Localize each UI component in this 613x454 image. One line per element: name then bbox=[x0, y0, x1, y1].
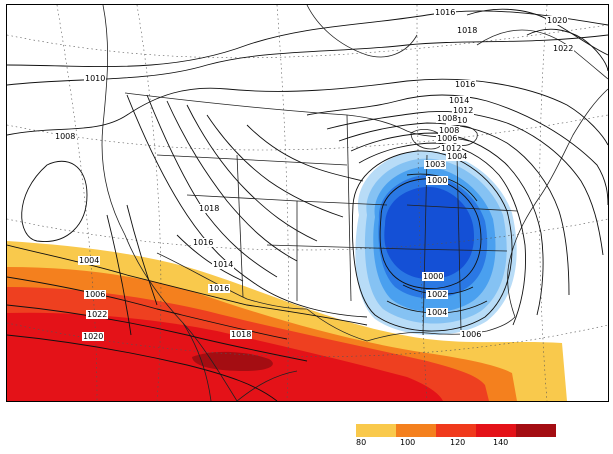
labrador bbox=[476, 29, 608, 80]
isobar-label-bg bbox=[434, 8, 456, 17]
isobar-label: 1020 bbox=[547, 16, 567, 25]
isobar-label: 1012 bbox=[441, 144, 461, 153]
isobar-label-bg bbox=[422, 272, 444, 281]
isobar-label: 1006 bbox=[85, 290, 105, 299]
isobar-label-bg bbox=[546, 16, 568, 25]
legend-tick-80: 80 bbox=[356, 438, 367, 447]
isobar-label-bg bbox=[212, 260, 234, 269]
isobar-label-bg bbox=[230, 330, 252, 339]
west-coast bbox=[101, 5, 238, 401]
weather-map: 1016101810201022101010081004100610221020… bbox=[7, 5, 608, 401]
state-3 bbox=[236, 154, 244, 298]
gulf-coast bbox=[366, 316, 516, 342]
graticule bbox=[7, 5, 608, 401]
shade-cool-5 bbox=[384, 186, 475, 280]
hudson-bay bbox=[306, 5, 418, 58]
isobar-label: 1018 bbox=[457, 26, 477, 35]
isobar-label-bg bbox=[84, 74, 106, 83]
isobar-label: 1004 bbox=[79, 256, 99, 265]
state-8 bbox=[456, 154, 462, 332]
isobar-label: 1004 bbox=[447, 152, 467, 161]
shade-140 bbox=[192, 351, 273, 371]
state-6 bbox=[266, 244, 508, 252]
isobar-label-bg bbox=[440, 144, 462, 153]
isobar-label-bg bbox=[426, 176, 448, 185]
legend-swatch-5 bbox=[516, 424, 556, 437]
isobar-label: 1012 bbox=[453, 106, 473, 115]
state-9 bbox=[406, 204, 518, 212]
isobar-label: 1008 bbox=[439, 126, 459, 135]
isobar-label: 1016 bbox=[435, 8, 455, 17]
isobar-label-bg bbox=[552, 44, 574, 53]
isobar-label-bg bbox=[438, 126, 460, 135]
isobar-label-bg bbox=[426, 308, 448, 317]
legend-swatch-3 bbox=[436, 424, 476, 437]
isobars bbox=[7, 8, 608, 401]
isobar-label-bg bbox=[424, 160, 446, 169]
isobar-label-bg bbox=[436, 134, 458, 143]
isobar-label: 1014 bbox=[213, 260, 233, 269]
isobar-label-bg bbox=[192, 238, 214, 247]
us-mexico-border bbox=[156, 252, 368, 342]
legend-tick-120: 120 bbox=[450, 438, 466, 447]
baja bbox=[182, 322, 212, 401]
isobar-labels: 1016101810201022101010081004100610221020… bbox=[54, 8, 574, 341]
color-legend: 80 100 120 140 bbox=[356, 424, 556, 450]
isobar-label: 1002 bbox=[427, 290, 447, 299]
isobar-label-bg bbox=[426, 290, 448, 299]
isobar-label-bg bbox=[54, 132, 76, 141]
isobar-label: 1000 bbox=[427, 176, 447, 185]
isobar-label: 1014 bbox=[449, 96, 469, 105]
legend-swatch-1 bbox=[356, 424, 396, 437]
isobar-label: 1010 bbox=[85, 74, 105, 83]
cool-shading bbox=[355, 150, 517, 336]
legend-tick-100: 100 bbox=[400, 438, 416, 447]
geography bbox=[101, 5, 608, 401]
isobar-label: 1018 bbox=[231, 330, 251, 339]
isobar-label-bg bbox=[452, 106, 474, 115]
state-2 bbox=[296, 200, 388, 206]
isobar-label-bg bbox=[198, 204, 220, 213]
isobar-label: 1016 bbox=[209, 284, 229, 293]
isobar-label-bg bbox=[84, 290, 106, 299]
isobar-label: 1006 bbox=[437, 134, 457, 143]
state-4 bbox=[346, 114, 352, 302]
isobar-label: 1020 bbox=[83, 332, 103, 341]
isobar-label-bg bbox=[446, 152, 468, 161]
isobar-label: 1018 bbox=[199, 204, 219, 213]
isobar-label-bg bbox=[82, 332, 104, 341]
isobar-label: 1000 bbox=[423, 272, 443, 281]
isobar-label-bg bbox=[460, 330, 482, 339]
isobar-label: 1008 bbox=[437, 114, 457, 123]
isobar-label: 1016 bbox=[455, 80, 475, 89]
isobar-label: 1004 bbox=[427, 308, 447, 317]
isobar-label-bg bbox=[448, 96, 470, 105]
isobar-label-bg bbox=[456, 26, 478, 35]
isobar-label: 1022 bbox=[87, 310, 107, 319]
isobar-label: 1022 bbox=[553, 44, 573, 53]
isobar-label: 1016 bbox=[193, 238, 213, 247]
isobar-label: 1003 bbox=[425, 160, 445, 169]
state-5 bbox=[156, 154, 348, 166]
legend-swatch-4 bbox=[476, 424, 516, 437]
isobar-label-bg bbox=[454, 80, 476, 89]
isobar-label: 1008 bbox=[55, 132, 75, 141]
isobar-label-bg bbox=[78, 256, 100, 265]
isobar-label-bg bbox=[86, 310, 108, 319]
legend-tick-140: 140 bbox=[493, 438, 509, 447]
mexico-west bbox=[236, 370, 298, 401]
isobar-label-bg bbox=[436, 114, 458, 123]
isobar-label: 1006 bbox=[461, 330, 481, 339]
canada-border bbox=[124, 92, 470, 142]
isobar-label-bg bbox=[208, 284, 230, 293]
legend-swatch-2 bbox=[396, 424, 436, 437]
east-coast bbox=[507, 88, 608, 318]
